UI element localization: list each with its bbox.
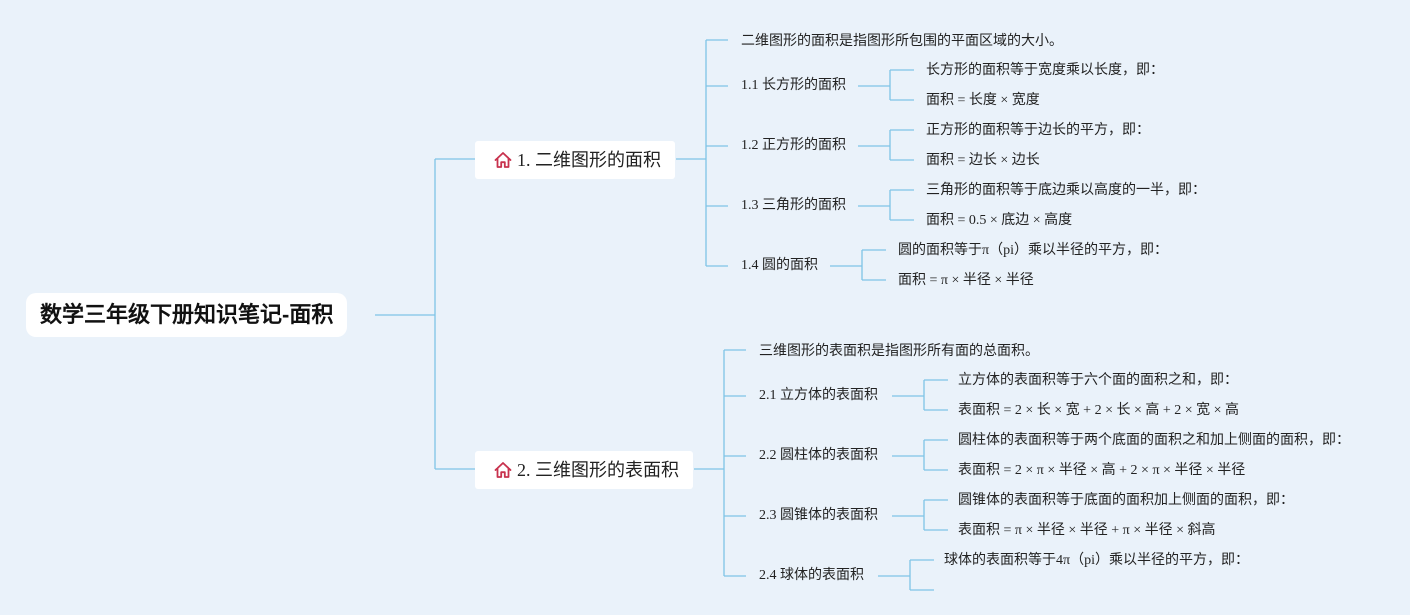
leaf-1-1-b[interactable]: 面积 = 长度 × 宽度 [926,93,1040,108]
subtopic-1-3[interactable]: 1.3 三角形的面积 [741,198,846,213]
leaf-1-3-a[interactable]: 三角形的面积等于底边乘以高度的一半，即： [926,183,1206,198]
home-icon [493,460,513,480]
subtopic-1-2[interactable]: 1.2 正方形的面积 [741,138,846,153]
leaf-1-2-a[interactable]: 正方形的面积等于边长的平方，即： [926,123,1150,138]
leaf-1-3-b[interactable]: 面积 = 0.5 × 底边 × 高度 [926,213,1073,228]
leaf-2-1-a[interactable]: 立方体的表面积等于六个面的面积之和，即： [958,373,1238,388]
subtopic-2-4[interactable]: 2.4 球体的表面积 [759,568,864,583]
subtopic-1-4[interactable]: 1.4 圆的面积 [741,258,818,273]
root-node[interactable]: 数学三年级下册知识笔记-面积 [26,293,348,337]
branch-label: 1. 二维图形的面积 [517,150,661,170]
subtopic-2-1[interactable]: 2.1 立方体的表面积 [759,388,878,403]
leaf-2-1-b[interactable]: 表面积 = 2 × 长 × 宽 + 2 × 长 × 高 + 2 × 宽 × 高 [958,403,1240,418]
subtopic-2-3[interactable]: 2.3 圆锥体的表面积 [759,508,878,523]
leaf-1-2-b[interactable]: 面积 = 边长 × 边长 [926,153,1040,168]
branch-intro-1[interactable]: 二维图形的面积是指图形所包围的平面区域的大小。 [741,34,1063,49]
leaf-1-4-b[interactable]: 面积 = π × 半径 × 半径 [898,273,1034,288]
subtopic-1-1[interactable]: 1.1 长方形的面积 [741,78,846,93]
branch-intro-2[interactable]: 三维图形的表面积是指图形所有面的总面积。 [759,344,1039,359]
leaf-1-1-a[interactable]: 长方形的面积等于宽度乘以长度，即： [926,63,1164,78]
home-icon [493,150,513,170]
leaf-1-4-a[interactable]: 圆的面积等于π（pi）乘以半径的平方，即： [898,243,1168,258]
leaf-2-2-b[interactable]: 表面积 = 2 × π × 半径 × 高 + 2 × π × 半径 × 半径 [958,463,1246,478]
branch-label: 2. 三维图形的表面积 [517,460,679,480]
branch-node-2[interactable]: 2. 三维图形的表面积 [475,451,693,489]
branch-node-1[interactable]: 1. 二维图形的面积 [475,141,675,179]
subtopic-2-2[interactable]: 2.2 圆柱体的表面积 [759,448,878,463]
leaf-2-4-a[interactable]: 球体的表面积等于4π（pi）乘以半径的平方，即： [944,553,1249,568]
root-title: 数学三年级下册知识笔记-面积 [40,302,334,327]
leaf-2-3-a[interactable]: 圆锥体的表面积等于底面的面积加上侧面的面积，即： [958,493,1294,508]
leaf-2-3-b[interactable]: 表面积 = π × 半径 × 半径 + π × 半径 × 斜高 [958,523,1216,538]
leaf-2-2-a[interactable]: 圆柱体的表面积等于两个底面的面积之和加上侧面的面积，即： [958,433,1350,448]
